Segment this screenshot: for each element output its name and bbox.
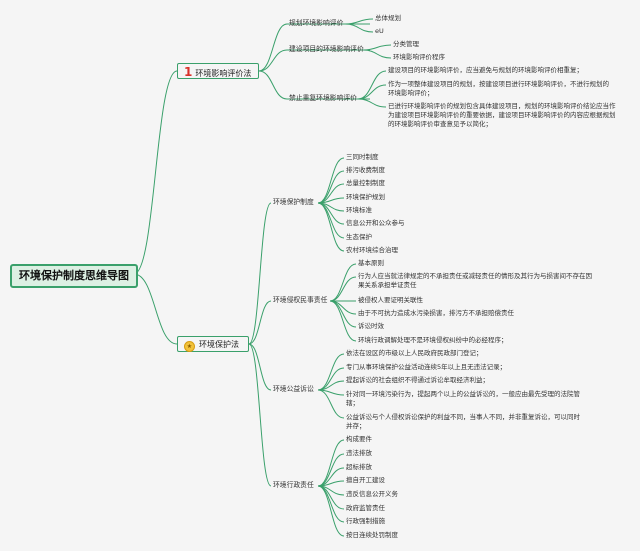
connector-b1s2-leaf-1 (357, 84, 387, 100)
sub-project-eia[interactable]: 建设项目的环境影响评价 (289, 45, 364, 53)
leaf-env-planning[interactable]: 环境保护规划 (346, 193, 385, 201)
leaf-elements[interactable]: 构成要件 (346, 435, 372, 443)
connector-b2s3-leaf-7 (317, 485, 345, 537)
connector-root-branch1 (133, 70, 178, 275)
connector-b2s3-leaf-5 (317, 485, 345, 510)
leaf-total-control[interactable]: 总量控制制度 (346, 179, 385, 187)
connector-b1s1-leaf-0 (362, 44, 392, 51)
leaf-first-court[interactable]: 针对同一环境污染行为，提起两个以上的公益诉讼的，一般应由最先受理的法院管辖； (346, 390, 580, 407)
leaf-overall-plan[interactable]: 总体规划 (375, 14, 401, 22)
leaf-five-years[interactable]: 专门从事环境保护公益活动连续5年以上且无违法记录； (346, 363, 507, 371)
sub-env-tort-liability[interactable]: 环境侵权民事责任 (273, 296, 328, 304)
sub-planning-eia[interactable]: 规划环境影响评价 (289, 19, 344, 27)
connector-b2s0-leaf-0 (317, 157, 345, 204)
leaf-government-supervision[interactable]: 政府监管责任 (346, 504, 385, 512)
sub-env-admin-liability[interactable]: 环境行政责任 (273, 481, 314, 489)
leaf-coexist[interactable]: 公益诉讼与个人侵权诉讼保护的利益不同，当事人不同，并非重复诉讼，可以同时并存； (346, 413, 580, 430)
leaf-env-standards[interactable]: 环境标准 (346, 206, 372, 214)
leaf-force-majeure[interactable]: 由于不可抗力造成水污染损害，排污方不承担赔偿责任 (358, 309, 514, 317)
connector-b2-sub-c (248, 343, 272, 391)
connector-b2s0-leaf-1 (317, 170, 345, 204)
connector-b1s0-leaf-1 (344, 23, 374, 33)
connector-b1-sub-b (258, 49, 288, 72)
leaf-rural-env[interactable]: 农村环境综合治理 (346, 246, 398, 254)
sub-env-public-litigation[interactable]: 环境公益诉讼 (273, 385, 314, 393)
leaf-illegal-discharge[interactable]: 违法排放 (346, 449, 372, 457)
leaf-victim-prove-relevance[interactable]: 被侵权人要证明关联性 (358, 296, 423, 304)
leaf-three-simultaneous[interactable]: 三同时制度 (346, 153, 379, 161)
leaf-avoid-duplicate[interactable]: 建设项目的环境影响评价，应当避免与规划的环境影响评价相重复； (388, 66, 583, 74)
connector-b1s2-leaf-0 (357, 70, 387, 100)
leaf-ecological-protection[interactable]: 生态保护 (346, 233, 372, 241)
connector-b1-sub-a (258, 23, 288, 72)
leaf-unauthorized-construction[interactable]: 擅自开工建设 (346, 476, 385, 484)
connector-b2s3-leaf-0 (317, 439, 345, 487)
connector-b2s2-leaf-0 (317, 353, 345, 391)
number-one-icon: 1 (184, 65, 193, 79)
leaf-basic-principle[interactable]: 基本原则 (358, 259, 384, 267)
branch-env-protection-law[interactable]: ★ 环境保护法 (177, 336, 249, 352)
medal-icon: ★ (184, 341, 195, 352)
branch-env-protection-law-label: 环境保护法 (199, 340, 239, 349)
leaf-no-profit[interactable]: 提起诉讼的社会组织不得通过诉讼牟取经济利益； (346, 376, 489, 384)
connector-b2s3-leaf-6 (317, 485, 345, 523)
connector-root-branch2 (133, 273, 178, 345)
leaf-eia-procedure[interactable]: 环境影响评价程序 (393, 53, 445, 61)
leaf-limitation-period[interactable]: 诉讼时效 (358, 322, 384, 330)
sub-env-protection-system[interactable]: 环境保护制度 (273, 198, 314, 206)
connector-b2s1-leaf-0 (329, 263, 357, 302)
connector-b2s0-leaf-6 (317, 202, 345, 239)
leaf-eu[interactable]: eU (375, 27, 384, 35)
connector-b2s2-leaf-4 (317, 389, 345, 419)
connector-b1s2-leaf-2 (357, 98, 387, 108)
connector-b2s1-leaf-5 (329, 300, 357, 342)
leaf-disclosure-violation[interactable]: 违反信息公开义务 (346, 490, 398, 498)
leaf-daily-penalty[interactable]: 按日连续处罚制度 (346, 531, 398, 539)
leaf-administrative-coercion[interactable]: 行政强制措施 (346, 517, 385, 525)
connector-b2s1-leaf-1 (329, 276, 357, 302)
leaf-classified-mgmt[interactable]: 分类管理 (393, 40, 419, 48)
connector-b2-sub-a (248, 202, 272, 345)
sub-no-duplicate-eia[interactable]: 禁止重复环境影响评价 (289, 94, 357, 102)
branch-eia-law-label: 环境影响评价法 (195, 69, 252, 78)
connector-b2-sub-d (248, 343, 272, 487)
connector-b1s0-leaf-0 (344, 18, 374, 25)
connector-b2-sub-b (248, 300, 272, 345)
leaf-pollution-fee[interactable]: 排污收费制度 (346, 166, 385, 174)
leaf-excess-discharge[interactable]: 超标排放 (346, 463, 372, 471)
leaf-info-disclosure[interactable]: 信息公开和公众参与 (346, 219, 405, 227)
leaf-whole-project-plan[interactable]: 作为一项整体建设项目的规划，按建设项目进行环境影响评价，不进行规划的环境影响评价… (388, 80, 609, 97)
leaf-simplify-project-eia[interactable]: 已进行环境影响评价的规划包含具体建设项目，规划的环境影响评价结论应当作为建设项目… (388, 102, 616, 128)
leaf-burden-of-proof[interactable]: 行为人应当就法律规定的不承担责任或减轻责任的情形及其行为与损害间不存在因果关系承… (358, 272, 592, 289)
root-node[interactable]: 环境保护制度思维导图 (10, 264, 138, 288)
connector-b1s1-leaf-1 (362, 49, 392, 59)
connector-b2s3-leaf-1 (317, 453, 345, 487)
leaf-admin-mediation[interactable]: 环境行政调解处理不是环境侵权纠纷中的必经程序； (358, 336, 508, 344)
connector-b1-sub-c (258, 70, 288, 100)
connector-b2s0-leaf-7 (317, 202, 345, 252)
leaf-registered-org[interactable]: 依法在设区的市级以上人民政府民政部门登记； (346, 349, 483, 357)
